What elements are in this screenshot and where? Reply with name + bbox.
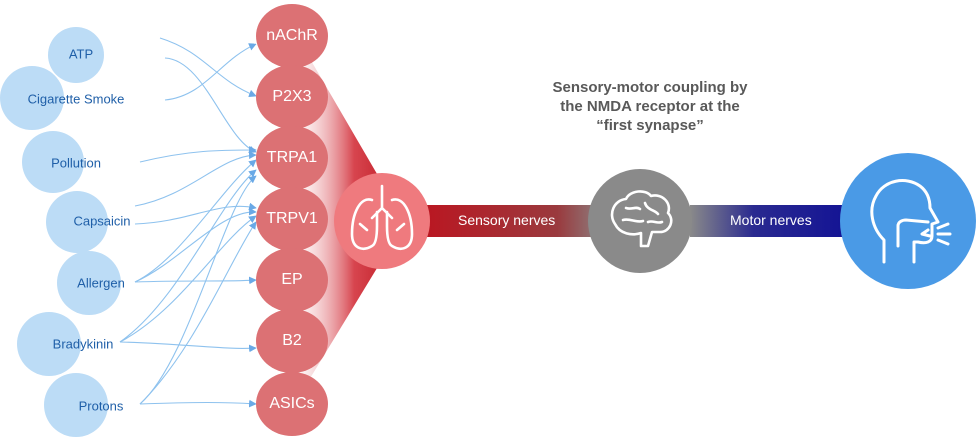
sensory-nerve-band xyxy=(400,205,610,237)
connector-arrow xyxy=(134,207,257,283)
first-synapse-title: Sensory-motor coupling by the NMDA recep… xyxy=(500,78,800,135)
connector-arrow xyxy=(119,341,257,353)
motor-nerve-arrow xyxy=(690,205,872,237)
connector-arrow xyxy=(139,221,257,405)
lungs-circle xyxy=(334,173,430,269)
connector-arrow xyxy=(134,151,257,207)
connector-arrow xyxy=(164,43,257,101)
stimulus-circle-protons xyxy=(44,373,108,437)
receptor-ep: EP xyxy=(256,248,328,312)
stimulus-circle-bradykinin xyxy=(17,312,81,376)
cough-head-icon xyxy=(870,179,952,264)
connector-arrow xyxy=(134,202,257,225)
stimulus-circle-cigarette-smoke xyxy=(0,66,64,130)
connector-arrow xyxy=(134,159,257,283)
motor-nerves-label: Motor nerves xyxy=(730,212,812,228)
receptor-label: TRPA1 xyxy=(266,149,318,166)
receptor-asics: ASICs xyxy=(256,372,328,436)
receptor-p2x3: P2X3 xyxy=(256,65,328,129)
receptor-label: nAChR xyxy=(266,27,318,44)
lungs-icon xyxy=(350,184,414,250)
connector-arrow xyxy=(134,276,257,285)
stimulus-label: ATP xyxy=(68,46,94,62)
stimulus-label: Cigarette Smoke xyxy=(27,91,125,107)
connector-arrow xyxy=(119,169,257,343)
stimulus-receptor-connectors xyxy=(119,37,257,408)
stimulus-label: Capsaicin xyxy=(73,213,131,229)
brain-icon xyxy=(610,190,673,248)
stimulus-circle-capsaicin xyxy=(46,191,108,253)
receptor-label: B2 xyxy=(282,332,302,349)
connector-arrow xyxy=(139,175,257,405)
stimulus-label: Bradykinin xyxy=(52,336,114,352)
title-line: Sensory-motor coupling by xyxy=(552,79,748,96)
title-line: “first synapse” xyxy=(596,117,704,134)
stimulus-circle-allergen xyxy=(57,251,121,315)
receptor-trpa1: TRPA1 xyxy=(256,126,328,190)
title-line: the NMDA receptor at the xyxy=(560,98,740,115)
receptor-label: TRPV1 xyxy=(266,210,318,227)
receptor-label: EP xyxy=(281,271,303,288)
sensory-nerves-label: Sensory nerves xyxy=(458,212,556,228)
connector-arrow xyxy=(139,399,257,408)
connector-arrow xyxy=(164,57,257,154)
receptor-label: ASICs xyxy=(269,395,315,412)
connector-arrow xyxy=(159,37,257,98)
connector-arrow xyxy=(139,146,257,163)
receptor-b2: B2 xyxy=(256,309,328,373)
connector-arrow xyxy=(119,215,257,343)
stimulus-label: Pollution xyxy=(51,155,101,171)
stimulus-circle-atp xyxy=(48,27,104,83)
receptor-trpv1: TRPV1 xyxy=(256,187,328,251)
receptor-label: P2X3 xyxy=(272,88,312,105)
stimulus-label: Allergen xyxy=(77,275,125,291)
receptor-nachr: nAChR xyxy=(256,4,328,68)
stimulus-circle-pollution xyxy=(22,131,84,193)
stimulus-label: Protons xyxy=(78,398,124,414)
